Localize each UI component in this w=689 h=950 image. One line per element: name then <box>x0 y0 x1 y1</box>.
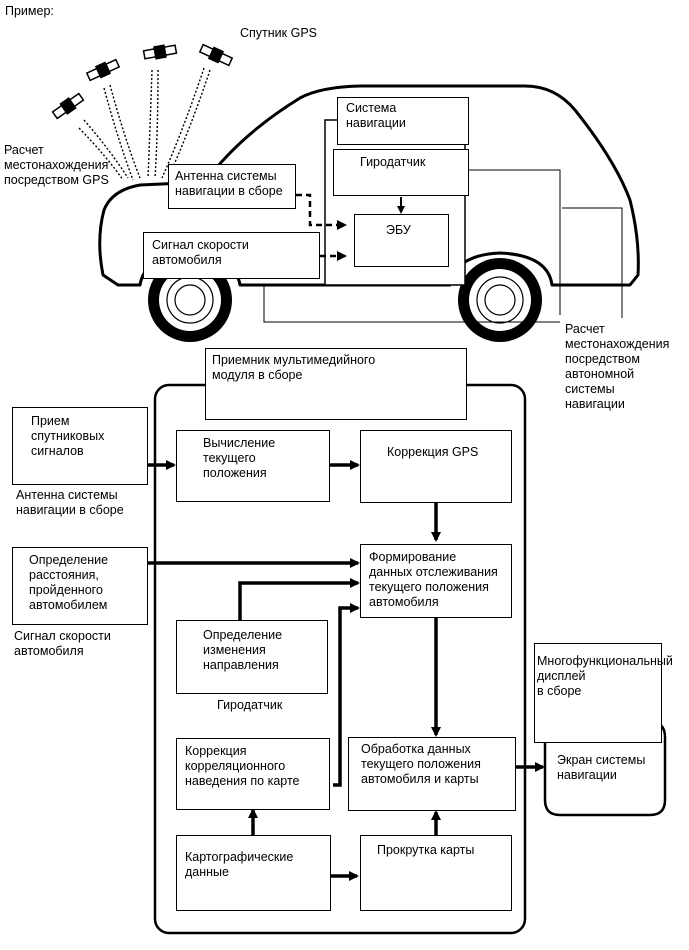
autonomous-calc-label: Расчет местонахождения посредством автон… <box>565 322 670 411</box>
rear-wheel <box>458 258 542 342</box>
gps-calc-label: Расчет местонахождения посредством GPS <box>4 143 109 187</box>
car-outline <box>98 84 640 287</box>
receiver-module-box: Приемник мультимедийного модуля в сборе <box>205 348 467 420</box>
satellite-label: Спутник GPS <box>240 26 317 40</box>
callout-lines <box>263 169 623 323</box>
direction-box: Определение изменения направления <box>176 620 328 694</box>
sat-signal-label: Прием спутниковых сигналов <box>31 414 105 458</box>
bottom-gyro-label: Гиродатчик <box>217 698 283 712</box>
direction-label: Определение изменения направления <box>203 628 283 672</box>
position-calc-box: Вычисление текущего положения <box>176 430 330 502</box>
map-data-label: Картографические данные <box>185 850 294 879</box>
speed-signal-label: Сигнал скорости автомобиля <box>152 238 249 267</box>
receiver-module-label: Приемник мультимедийного модуля в сборе <box>212 353 376 382</box>
ecu-label: ЭБУ <box>386 223 411 237</box>
dashed-arrows <box>296 193 347 261</box>
bottom-speed-signal-label: Сигнал скорости автомобиля <box>14 629 111 658</box>
screen-label: Экран системы навигации <box>557 753 646 782</box>
distance-label: Определение расстояния, пройденного авто… <box>29 553 109 612</box>
position-calc-label: Вычисление текущего положения <box>203 436 276 480</box>
flow-arrows <box>148 460 545 881</box>
gyro-label: Гиродатчик <box>360 155 426 169</box>
map-data-box: Картографические данные <box>176 835 331 911</box>
satellite-icon <box>51 43 234 120</box>
tracking-box: Формирование данных отслеживания текущег… <box>360 544 512 618</box>
nav-system-label: Система навигации <box>346 101 406 130</box>
gps-correction-label: Коррекция GPS <box>387 445 479 459</box>
distance-box: Определение расстояния, пройденного авто… <box>12 547 148 625</box>
nav-system-box: Система навигации <box>337 97 469 145</box>
map-matching-box: Коррекция корреляционного наведения по к… <box>176 738 330 810</box>
antenna-box: Антенна системы навигации в сборе <box>168 164 296 209</box>
antenna-label: Антенна системы навигации в сборе <box>175 169 283 198</box>
ecu-box: ЭБУ <box>354 214 449 267</box>
display-label: Многофункциональный дисплей в сборе <box>537 654 673 698</box>
gps-correction-box: Коррекция GPS <box>360 430 512 503</box>
processing-box: Обработка данных текущего положения авто… <box>348 737 516 811</box>
processing-label: Обработка данных текущего положения авто… <box>361 742 481 786</box>
map-scroll-box: Прокрутка карты <box>360 835 512 911</box>
display-box: Многофункциональный дисплей в сборе <box>534 643 673 743</box>
speed-signal-box: Сигнал скорости автомобиля <box>143 232 320 279</box>
sat-signal-box: Прием спутниковых сигналов <box>12 407 148 485</box>
map-scroll-label: Прокрутка карты <box>377 843 475 857</box>
bottom-antenna-label: Антенна системы навигации в сборе <box>16 488 124 517</box>
map-matching-label: Коррекция корреляционного наведения по к… <box>185 744 300 788</box>
example-label: Пример: <box>5 4 54 18</box>
tracking-label: Формирование данных отслеживания текущег… <box>369 550 498 609</box>
gyro-box: Гиродатчик <box>333 149 469 196</box>
